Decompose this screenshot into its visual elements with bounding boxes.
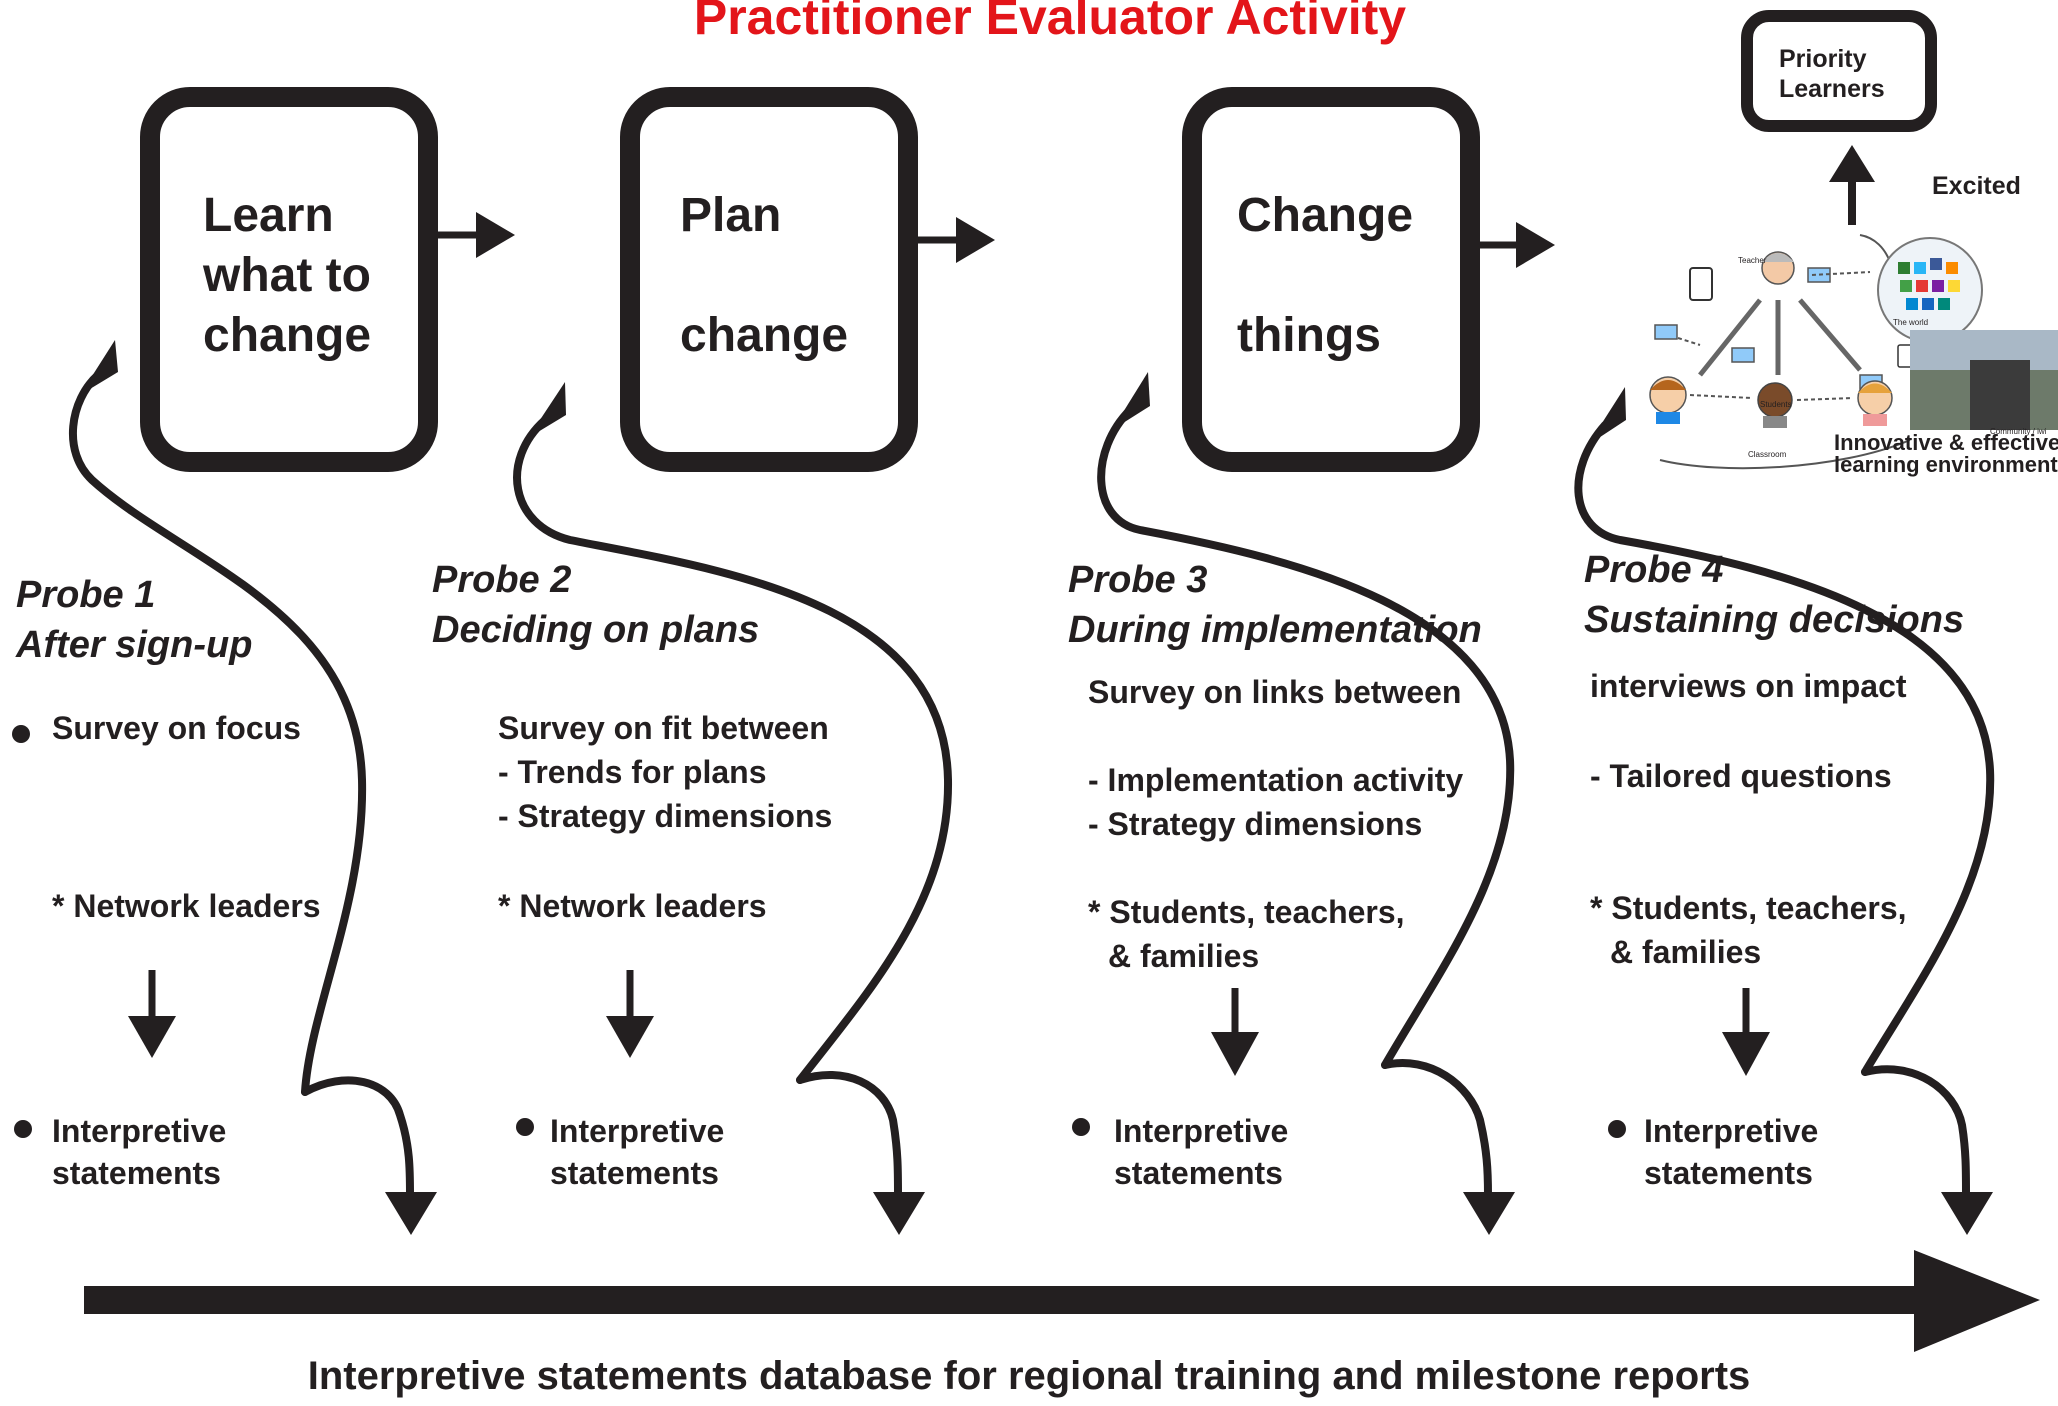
step-learn-label-2: what to	[203, 249, 371, 302]
illustration-label-teacher: Teacher	[1738, 256, 1767, 265]
probe-1-title: Probe 1	[16, 574, 156, 616]
probe-2-item: Survey on fit between	[498, 710, 829, 746]
probe-2-sub-2: - Strategy dimensions	[498, 798, 833, 834]
probe-1-audience: * Network leaders	[52, 888, 321, 924]
bullet-icon	[1072, 1118, 1090, 1136]
step-box-learn	[140, 87, 438, 472]
probe-3-item: Survey on links between	[1088, 674, 1462, 710]
step-plan-label-1: Plan	[680, 189, 782, 242]
step-box-change	[1182, 87, 1480, 472]
probe-4-audience-1: * Students, teachers,	[1590, 890, 1907, 926]
probe-3-title: Probe 3	[1068, 559, 1208, 601]
probe-3-sub-1: - Implementation activity	[1088, 762, 1464, 798]
probe-4-result-1: Interpretive	[1644, 1113, 1819, 1149]
illustration-label-classroom: Classroom	[1748, 450, 1787, 459]
feedback-arrowhead-4	[1588, 387, 1626, 445]
probe-3-result-2: statements	[1114, 1155, 1283, 1191]
priority-learners-label-1: Priority	[1779, 45, 1867, 73]
probe-2-result-1: Interpretive	[550, 1113, 725, 1149]
learning-environment-illustration	[1649, 234, 2058, 470]
illustration-label-students: Students	[1760, 400, 1792, 409]
down-arrow-probe-1	[128, 970, 176, 1058]
step-plan-label-2: change	[680, 309, 849, 362]
step-learn-label-1: Learn	[203, 189, 334, 242]
probe-2-subtitle: Deciding on plans	[432, 609, 760, 651]
illustration-label-world: The world	[1893, 318, 1929, 327]
hook-curve-2	[796, 1071, 902, 1199]
down-arrow-probe-4	[1722, 988, 1770, 1076]
probe-3-audience-2: & families	[1108, 938, 1260, 974]
priority-learners-box	[1741, 10, 1937, 132]
step-learn-label-3: change	[203, 309, 372, 362]
illustration-caption-2: learning environments	[1834, 452, 2058, 477]
laptop-icon	[1731, 347, 1755, 363]
phone-icon	[1897, 344, 1913, 368]
feedback-arrowhead-1	[80, 340, 118, 395]
feedback-curve-3	[1097, 406, 1515, 1069]
down-arrow-probe-3	[1211, 988, 1259, 1076]
bullet-icon	[14, 1120, 32, 1138]
laptop-icon	[1654, 324, 1678, 340]
illustration-label-community: Community / iwi	[1990, 427, 2047, 436]
bullet-icon	[12, 725, 30, 743]
excited-label: Excited	[1932, 172, 2021, 200]
probe-3-sub-2: - Strategy dimensions	[1088, 806, 1423, 842]
feedback-arrowhead-2	[528, 382, 566, 438]
bullet-icon	[516, 1118, 534, 1136]
probe-2-audience: * Network leaders	[498, 888, 767, 924]
probe-1-item: Survey on focus	[52, 710, 301, 746]
illustration-caption-1: Innovative & effective	[1834, 430, 2058, 455]
hook-arrowhead-1	[385, 1192, 437, 1235]
probe-1-subtitle: After sign-up	[16, 624, 253, 666]
hook-arrowhead-4	[1941, 1192, 1993, 1235]
hook-curve-1	[301, 1076, 414, 1199]
bullet-icon	[1608, 1120, 1626, 1138]
feedback-curve-1	[68, 371, 367, 1096]
timeline-label: Interpretive statements database for reg…	[307, 1354, 1751, 1398]
step-change-label-2: things	[1237, 309, 1381, 362]
probe-3-result-1: Interpretive	[1114, 1113, 1289, 1149]
probe-4-subtitle: Sustaining decisions	[1584, 599, 1965, 641]
hook-curve-4	[1861, 1065, 1970, 1199]
probe-1-result-2: statements	[52, 1155, 221, 1191]
probe-4-title: Probe 4	[1584, 549, 1724, 591]
probe-4-sub-1: - Tailored questions	[1590, 758, 1892, 794]
diagram-title: Practitioner Evaluator Activity	[693, 0, 1407, 45]
probe-4-item: interviews on impact	[1590, 668, 1907, 704]
step-change-label-1: Change	[1237, 189, 1414, 242]
arrow-learn-to-plan	[436, 212, 515, 258]
probe-4-audience-2: & families	[1610, 934, 1762, 970]
hook-arrowhead-2	[873, 1192, 925, 1235]
probe-2-result-2: statements	[550, 1155, 719, 1191]
probe-2-sub-1: - Trends for plans	[498, 754, 767, 790]
arrow-change-to-outcome	[1476, 222, 1555, 268]
probe-2-title: Probe 2	[432, 559, 572, 601]
hook-arrowhead-3	[1463, 1192, 1515, 1235]
priority-learners-label-2: Learners	[1779, 75, 1885, 103]
feedback-curve-2	[513, 416, 953, 1084]
step-box-plan	[620, 87, 918, 472]
probe-3-subtitle: During implementation	[1068, 609, 1482, 651]
probe-1-result-1: Interpretive	[52, 1113, 227, 1149]
probe-4-result-2: statements	[1644, 1155, 1813, 1191]
feedback-curve-4	[1574, 421, 1995, 1076]
down-arrow-probe-2	[606, 970, 654, 1058]
hook-curve-3	[1381, 1059, 1492, 1199]
feedback-arrowhead-3	[1112, 372, 1150, 430]
probe-3-audience-1: * Students, teachers,	[1088, 894, 1405, 930]
timeline-arrow	[84, 1250, 2040, 1352]
arrow-plan-to-change	[916, 217, 995, 263]
arrow-up-to-priority-learners	[1829, 145, 1875, 225]
tablet-icon	[1689, 267, 1713, 301]
